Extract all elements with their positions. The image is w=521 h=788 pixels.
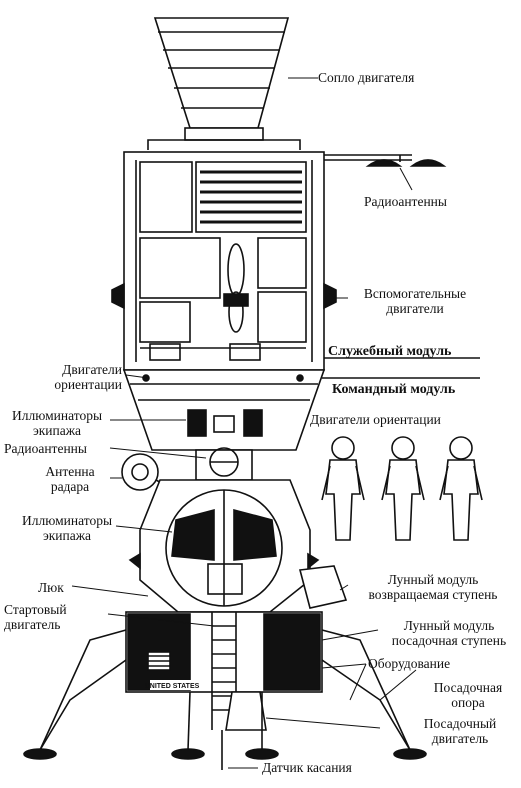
- label-contact-sensor: Датчик касания: [262, 760, 352, 775]
- lm-ascent-stage: [128, 479, 348, 613]
- label-radio-antennas-top: Радиоантенны: [364, 194, 447, 209]
- label-engine-nozzle: Сопло двигателя: [318, 70, 415, 85]
- label-hatch: Люк: [38, 580, 64, 595]
- label-attitude-engines-right: Двигатели ориентации: [310, 412, 441, 427]
- lm-descent-stage: [125, 611, 323, 731]
- radio-antenna-dishes: [324, 154, 447, 167]
- astronaut-figures: [321, 436, 483, 541]
- label-radio-antennas-left: Радиоантенны: [4, 441, 87, 456]
- astronaut-3: [439, 436, 483, 541]
- label-equipment: Оборудование: [368, 656, 451, 671]
- leader-lines: [71, 77, 480, 769]
- label-service-module: Служебный модуль: [328, 344, 452, 359]
- astronaut-2: [381, 436, 425, 541]
- label-command-module: Командный модуль: [332, 382, 456, 397]
- engine-nozzle: [147, 17, 301, 150]
- command-module: [122, 369, 326, 451]
- landing-legs: [23, 629, 427, 770]
- astronaut-1: [321, 436, 365, 541]
- flag-text: UNITED STATES: [145, 683, 200, 690]
- service-module: [111, 151, 337, 371]
- docking-tunnel: [195, 447, 253, 481]
